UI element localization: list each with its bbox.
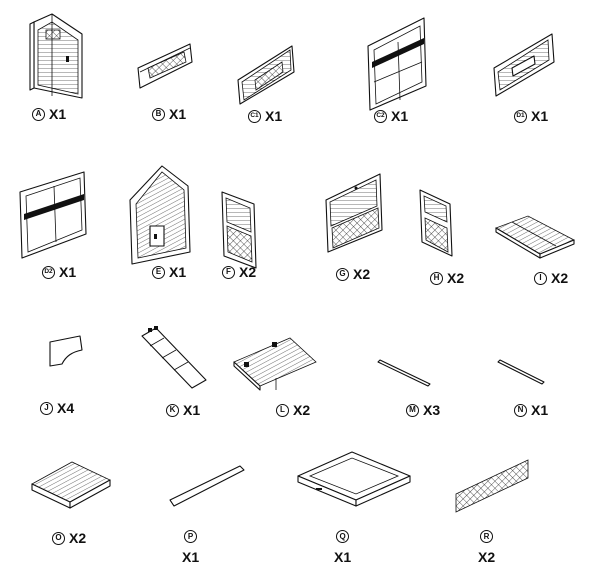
part-c2-badge: C2 (374, 109, 387, 123)
part-p-drawing (169, 465, 245, 507)
part-d2-label: D2 X1 (42, 264, 76, 280)
part-l-badge: L (276, 403, 289, 417)
part-k-label: K X1 (166, 402, 200, 418)
part-m-badge: M (406, 403, 419, 417)
part-e-label: E X1 (152, 264, 186, 280)
part-c1-qty: X1 (265, 108, 283, 124)
part-i-badge: I (534, 271, 547, 285)
part-j-drawing (49, 335, 83, 367)
part-p-label: P X1 (182, 530, 199, 565)
part-d1-label: D1 X1 (514, 108, 548, 124)
part-n-qty: X1 (531, 402, 549, 418)
part-k-badge: K (166, 403, 179, 417)
part-n-drawing (497, 359, 545, 385)
part-d1-badge: D1 (514, 109, 527, 123)
part-g-label: G X2 (336, 266, 370, 282)
part-c2-label: C2 X1 (374, 108, 408, 124)
part-j-qty: X4 (57, 400, 75, 416)
part-b-drawing (137, 43, 193, 89)
part-b-qty: X1 (169, 106, 187, 122)
part-a-qty: X1 (49, 106, 67, 122)
part-o-qty: X2 (69, 530, 87, 546)
part-h-label: H X2 (430, 270, 464, 286)
part-n-badge: N (514, 403, 527, 417)
part-j-badge: J (40, 401, 53, 415)
part-r-qty: X2 (478, 549, 496, 565)
part-l-label: L X2 (276, 402, 310, 418)
part-r-badge: R (480, 530, 494, 543)
part-n-label: N X1 (514, 402, 548, 418)
part-q-qty: X1 (334, 549, 352, 565)
part-f-badge: F (222, 265, 235, 279)
part-q-drawing (297, 451, 411, 507)
part-c1-badge: C1 (248, 109, 261, 123)
part-r-label: R X2 (478, 530, 495, 565)
part-p-qty: X1 (182, 549, 200, 565)
part-c2-drawing (367, 17, 427, 111)
part-m-drawing (377, 359, 431, 387)
part-d1-drawing (493, 33, 555, 97)
part-d1-qty: X1 (531, 108, 549, 124)
part-m-label: M X3 (406, 402, 440, 418)
part-b-label: B X1 (152, 106, 186, 122)
part-l-qty: X2 (293, 402, 311, 418)
part-i-drawing (495, 215, 575, 259)
part-m-qty: X3 (423, 402, 441, 418)
part-a-badge: A (32, 107, 45, 121)
part-b-badge: B (152, 107, 165, 121)
part-f-drawing (221, 191, 257, 269)
part-o-badge: O (52, 531, 65, 545)
part-q-badge: Q (336, 530, 350, 543)
part-e-drawing (129, 165, 191, 265)
part-e-badge: E (152, 265, 165, 279)
part-r-drawing (455, 459, 529, 513)
part-j-label: J X4 (40, 400, 74, 416)
part-a-label: A X1 (32, 106, 66, 122)
part-h-qty: X2 (447, 270, 465, 286)
part-k-drawing (141, 326, 207, 389)
part-g-badge: G (336, 267, 349, 281)
part-e-qty: X1 (169, 264, 187, 280)
part-o-label: O X2 (52, 530, 86, 546)
part-d2-qty: X1 (59, 264, 77, 280)
part-c2-qty: X1 (391, 108, 409, 124)
part-p-badge: P (184, 530, 198, 543)
part-f-label: F X2 (222, 264, 256, 280)
part-h-drawing (419, 189, 453, 257)
part-g-drawing (325, 173, 383, 253)
part-h-badge: H (430, 271, 443, 285)
part-d2-drawing (19, 171, 87, 259)
part-l-drawing (233, 337, 317, 391)
part-o-drawing (31, 461, 111, 509)
part-i-qty: X2 (551, 270, 569, 286)
part-i-label: I X2 (534, 270, 568, 286)
part-g-qty: X2 (353, 266, 371, 282)
part-c1-drawing (237, 45, 295, 105)
part-d2-badge: D2 (42, 265, 55, 279)
part-a-drawing (29, 13, 83, 99)
part-q-label: Q X1 (334, 530, 351, 565)
part-k-qty: X1 (183, 402, 201, 418)
part-f-qty: X2 (239, 264, 257, 280)
part-c1-label: C1 X1 (248, 108, 282, 124)
